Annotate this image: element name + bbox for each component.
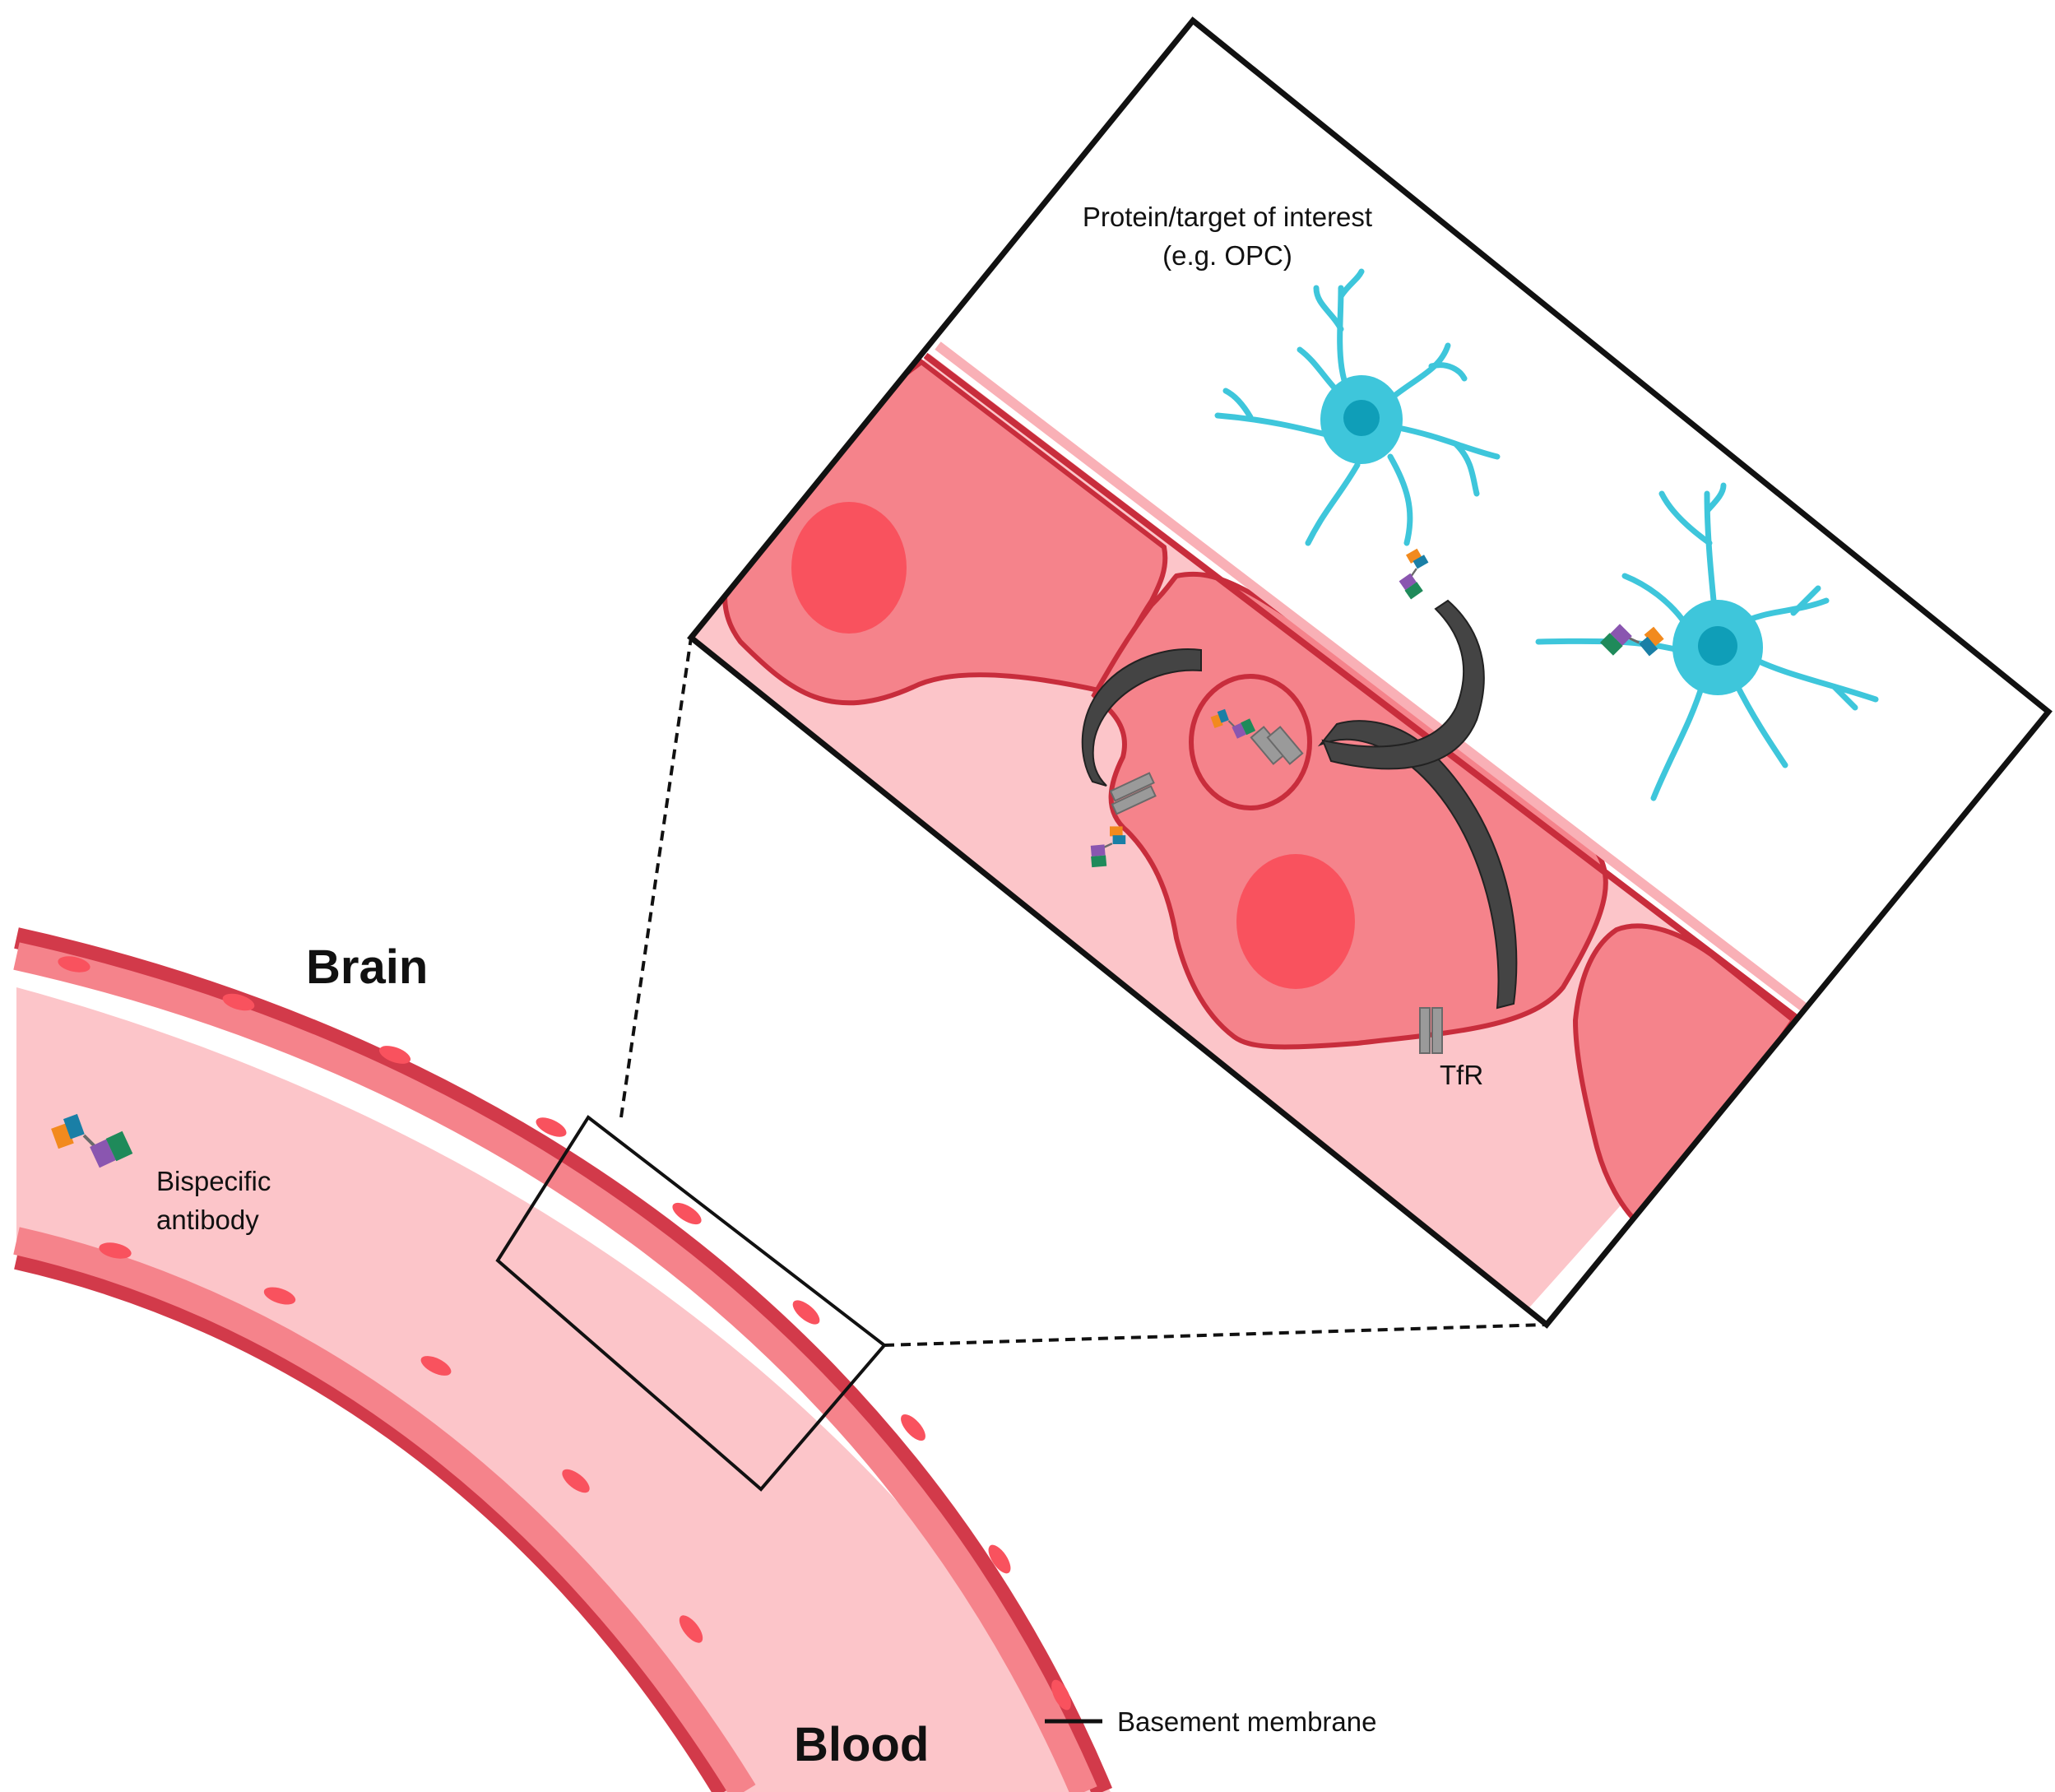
target-label-line1: Protein/target of interest	[1083, 202, 1372, 232]
zoom-basement-line	[923, 352, 1800, 1022]
release-arrow	[1321, 599, 1485, 770]
opc-cell-lower-nucleus	[1698, 626, 1737, 666]
blood-vessel	[13, 927, 1112, 1792]
membrane-receptor-icon	[1109, 772, 1157, 815]
transport-vesicle	[1189, 674, 1312, 810]
vessel-wall-inner	[14, 1248, 734, 1792]
basement-membrane-label: Basement membrane	[1117, 1706, 1376, 1737]
blood-label: Blood	[794, 1718, 929, 1771]
endothelial-layer-outer	[13, 942, 1097, 1792]
bispecific-label-line1: Bispecific	[156, 1166, 271, 1196]
transcytosis-arrow-left	[1081, 648, 1202, 787]
endothelial-layer-inner	[13, 1227, 756, 1792]
target-label-line2: (e.g. OPC)	[1162, 240, 1292, 271]
zoom-panel-border	[687, 16, 2053, 1329]
vessel-lumen	[16, 987, 1111, 1792]
opc-cell-upper-nucleus	[1343, 400, 1380, 436]
tfr-receptor-icon	[1419, 1007, 1443, 1054]
tfr-label: TfR	[1440, 1060, 1483, 1090]
zoom-selection-box	[495, 1115, 887, 1492]
endothelial-cell-right	[1572, 923, 1798, 1234]
zoom-connector-bottom	[884, 1323, 1547, 1347]
vessel-nuclei	[58, 956, 1071, 1711]
nucleus-middle	[1236, 854, 1355, 989]
zoom-connector-top	[619, 637, 693, 1118]
vessel-wall-outer	[14, 927, 1112, 1792]
zoom-panel	[687, 16, 2053, 1329]
vesicle-receptor-icon	[1250, 726, 1304, 765]
brain-label: Brain	[306, 940, 428, 994]
bispecific-label-line2: antibody	[156, 1205, 259, 1235]
zoom-basement-glow	[935, 341, 1809, 1013]
nucleus-left	[791, 502, 907, 634]
transcytosis-arrow-right	[1317, 720, 1518, 1010]
